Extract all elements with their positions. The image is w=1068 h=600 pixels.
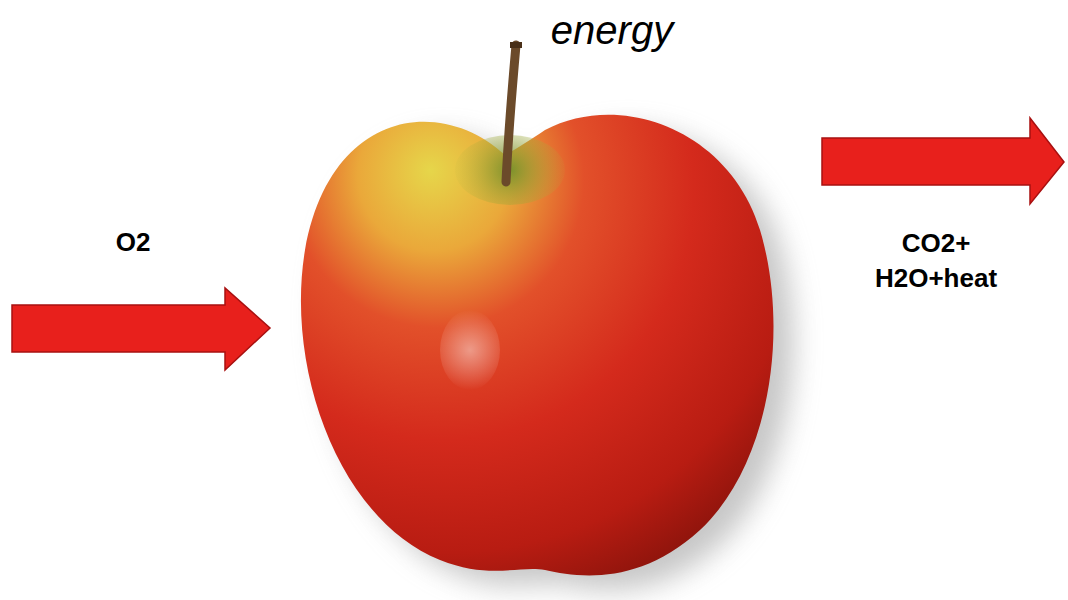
- stem-tip: [510, 42, 522, 48]
- output-arrow: [822, 118, 1064, 204]
- apple-body: [301, 115, 774, 576]
- output-label: CO2+ H2O+heat: [851, 226, 1021, 296]
- input-label: O2: [73, 227, 193, 258]
- energy-label: energy: [502, 8, 722, 52]
- apple-highlight: [440, 310, 500, 390]
- input-arrow: [12, 288, 270, 370]
- apple-stem: [506, 45, 516, 182]
